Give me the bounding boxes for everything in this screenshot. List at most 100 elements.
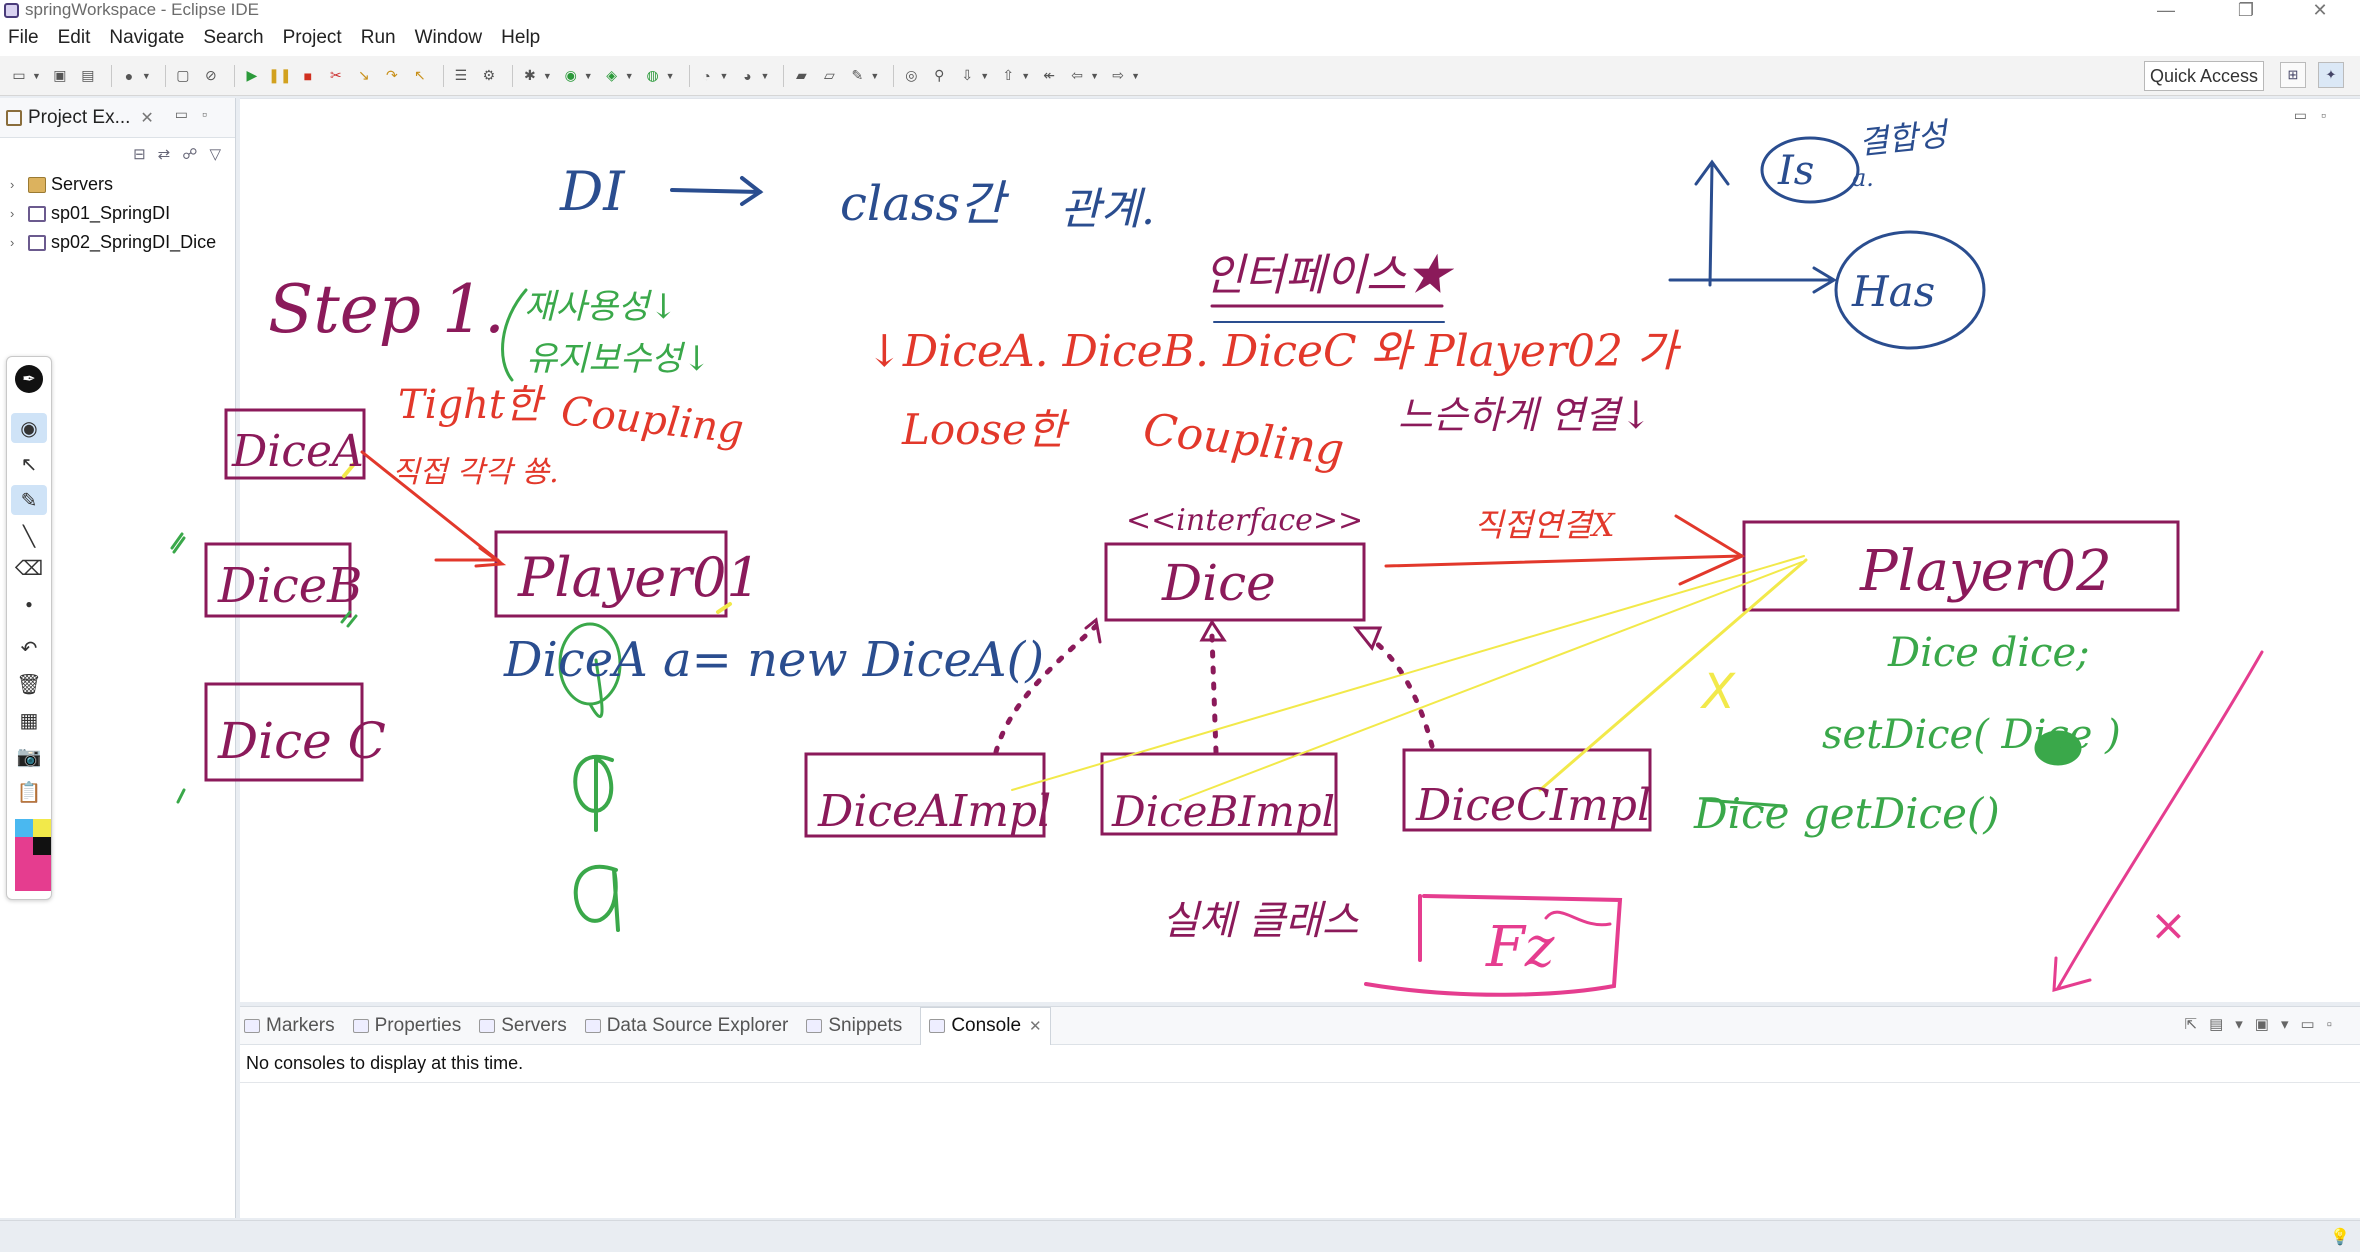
open-task-icon[interactable]: ⚙: [482, 67, 496, 83]
open-file-icon[interactable]: ▱: [823, 67, 835, 83]
tab-servers[interactable]: Servers: [479, 1015, 567, 1037]
tab-properties[interactable]: Properties: [352, 1015, 461, 1037]
menu-run[interactable]: Run: [360, 27, 396, 48]
chevron-down-icon[interactable]: ▼: [1021, 70, 1031, 81]
skip-breakpoints-icon[interactable]: ⊘: [204, 67, 217, 83]
close-icon[interactable]: ✕: [140, 109, 154, 127]
chevron-down-icon[interactable]: ▼: [980, 70, 990, 81]
line-icon[interactable]: ╲: [22, 525, 36, 548]
view-minmax-controls[interactable]: ▭▫: [174, 106, 221, 122]
eraser-icon[interactable]: ⌫: [14, 557, 44, 580]
terminate-icon[interactable]: ■: [303, 67, 313, 84]
view-menu-icon[interactable]: ▽: [209, 146, 221, 163]
close-icon[interactable]: ✕: [1029, 1018, 1042, 1035]
step-into-icon[interactable]: ↘: [357, 67, 370, 83]
clipboard-icon[interactable]: 📋: [16, 781, 42, 804]
chevron-down-icon[interactable]: ▼: [719, 70, 729, 81]
tab-data-source-explorer[interactable]: Data Source Explorer: [584, 1015, 788, 1037]
chevron-down-icon[interactable]: ▼: [32, 70, 41, 81]
focus-icon[interactable]: ☍: [182, 146, 198, 163]
chevron-down-icon[interactable]: ▼: [1131, 70, 1140, 81]
console-toolbar[interactable]: ⇱▤▾▣▾▭▫: [2184, 1016, 2344, 1033]
step-return-icon[interactable]: ↖: [413, 67, 426, 83]
color-swatch-pink[interactable]: [15, 837, 33, 855]
tip-icon[interactable]: 💡: [2330, 1229, 2350, 1246]
chevron-down-icon[interactable]: ▼: [141, 70, 151, 81]
java-ee-perspective-icon[interactable]: ✦: [2318, 62, 2344, 88]
project-explorer-tab[interactable]: Project Ex... ✕: [0, 107, 154, 129]
tab-console[interactable]: Console✕: [920, 1006, 1051, 1045]
arrowhead: [1694, 159, 1730, 186]
coverage-icon[interactable]: ◈: [606, 67, 618, 83]
eye-icon[interactable]: ◉: [11, 413, 47, 443]
profile-icon[interactable]: ●: [124, 67, 134, 84]
last-edit-icon[interactable]: ↞: [1043, 67, 1055, 83]
suspend-icon[interactable]: ❚❚: [268, 67, 292, 83]
save-icon[interactable]: ▣: [53, 67, 67, 83]
chevron-down-icon[interactable]: ▼: [583, 70, 593, 81]
menu-file[interactable]: File: [8, 27, 39, 48]
globe-icon[interactable]: ◎: [905, 67, 918, 83]
minimize-button[interactable]: —: [2157, 0, 2175, 20]
chevron-right-icon[interactable]: ›: [10, 177, 15, 192]
menu-edit[interactable]: Edit: [57, 27, 91, 48]
back-icon[interactable]: ⇦: [1071, 67, 1083, 83]
external-tools-icon[interactable]: ◍: [646, 67, 659, 83]
whiteboard-icon[interactable]: ▦: [19, 709, 39, 732]
menu-help[interactable]: Help: [501, 27, 541, 48]
tab-markers[interactable]: Markers: [244, 1015, 335, 1037]
collapse-all-icon[interactable]: ⊟: [133, 146, 146, 163]
new-java-class-icon[interactable]: ◕: [743, 67, 752, 84]
toolbar-separator: [164, 64, 166, 87]
menu-navigate[interactable]: Navigate: [109, 27, 185, 48]
editor-minmax-controls[interactable]: ▭▫: [2293, 107, 2340, 123]
pen-icon[interactable]: ✎: [11, 485, 47, 515]
save-all-icon[interactable]: ▤: [81, 67, 95, 83]
chevron-down-icon[interactable]: ▼: [760, 70, 770, 81]
chevron-down-icon[interactable]: ▼: [665, 70, 675, 81]
menu-window[interactable]: Window: [414, 27, 483, 48]
editor-area[interactable]: ▭▫: [240, 98, 2360, 1002]
close-window-button[interactable]: ✕: [2312, 0, 2328, 20]
new-server-icon[interactable]: ◔: [702, 67, 711, 84]
next-annotation-icon[interactable]: ⇩: [961, 67, 974, 83]
open-type-icon[interactable]: ☰: [454, 67, 468, 83]
tree-item-sp02[interactable]: › sp02_SpringDI_Dice: [0, 228, 235, 257]
pen-logo-icon[interactable]: ✒: [15, 365, 43, 393]
undo-icon[interactable]: ↶: [20, 637, 38, 660]
run-icon[interactable]: ◉: [564, 67, 577, 83]
step-over-icon[interactable]: ↷: [385, 67, 398, 83]
disconnect-icon[interactable]: ✂: [329, 67, 342, 83]
cursor-icon[interactable]: ↖: [20, 453, 38, 476]
color-swatch-blue[interactable]: [15, 819, 33, 837]
terminal-icon[interactable]: ▢: [176, 67, 190, 83]
chevron-down-icon[interactable]: ▼: [624, 70, 634, 81]
chevron-down-icon[interactable]: ▼: [542, 70, 552, 81]
link-with-editor-icon[interactable]: ⇄: [157, 146, 171, 163]
debug-icon[interactable]: ✱: [523, 67, 536, 83]
pin-icon[interactable]: ⚲: [934, 67, 945, 83]
color-swatch-yellow[interactable]: [33, 819, 51, 837]
chevron-down-icon[interactable]: ▼: [1090, 70, 1100, 81]
maximize-button[interactable]: ❐: [2237, 0, 2255, 20]
resume-icon[interactable]: ▶: [246, 67, 258, 83]
menu-project[interactable]: Project: [282, 27, 342, 48]
camera-icon[interactable]: 📷: [16, 745, 42, 768]
forward-icon[interactable]: ⇨: [1112, 67, 1124, 83]
chevron-right-icon[interactable]: ›: [10, 235, 15, 250]
quick-access-field[interactable]: Quick Access: [2144, 61, 2264, 91]
color-swatch-black[interactable]: [33, 837, 51, 855]
new-icon[interactable]: ▭: [12, 67, 26, 83]
trash-icon[interactable]: 🗑: [16, 673, 42, 696]
dot-size-icon[interactable]: ●: [25, 597, 33, 611]
marker-icon[interactable]: ✎: [851, 67, 864, 83]
chevron-down-icon[interactable]: ▼: [870, 70, 880, 81]
tree-item-sp01[interactable]: › sp01_SpringDI: [0, 199, 235, 228]
open-folder-icon[interactable]: ▰: [795, 67, 807, 83]
open-perspective-icon[interactable]: ⊞: [2280, 62, 2306, 88]
chevron-right-icon[interactable]: ›: [10, 206, 15, 221]
tree-item-servers[interactable]: › Servers: [0, 170, 235, 199]
tab-snippets[interactable]: Snippets: [806, 1015, 902, 1037]
previous-annotation-icon[interactable]: ⇧: [1002, 67, 1015, 83]
menu-search[interactable]: Search: [203, 27, 264, 48]
